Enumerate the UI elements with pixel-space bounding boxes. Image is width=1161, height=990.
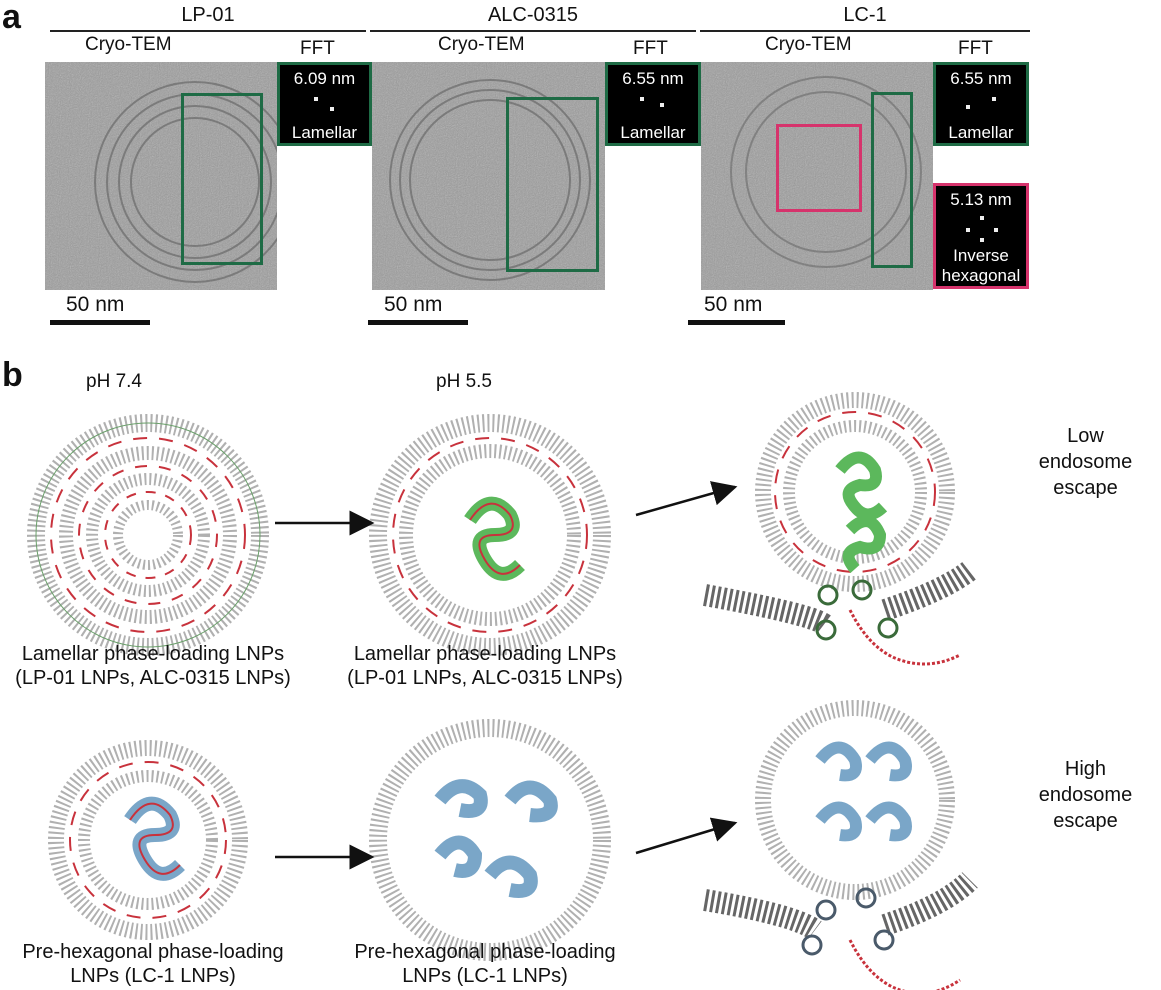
lnp-lamellar-ph74 [27,414,269,656]
ph-5-5-label: pH 5.5 [436,371,492,392]
fft-spot [980,238,984,242]
lnp-low-escape [703,392,977,666]
caption-row2-left-1: Pre-hexagonal phase-loading [22,941,284,963]
panel-b-label: b [2,356,23,394]
caption-row2-mid-2: LNPs (LC-1 LNPs) [402,965,568,988]
group-title-alc0315: ALC-0315 [487,4,579,26]
fft-spot [640,97,644,101]
caption-row2-mid-1: Pre-hexagonal phase-loading [354,941,616,963]
lamellar-roi-box-lc1 [871,92,913,268]
fft-label-lp01: FFT [300,38,335,59]
caption-row1-left-1: Lamellar phase-loading LNPs [21,643,285,665]
fft-phase-lc1-lamellar: Lamellar [948,123,1014,142]
fft-panel-lc1-lamellar: 6.55 nm Lamellar [933,62,1029,146]
fft-spot [660,103,664,107]
fft-phase-lc1-hexagonal-2: hexagonal [941,266,1021,285]
scale-bar-alc0315 [368,320,468,325]
escape-label-high-2: endosome escape [1038,784,1133,832]
fft-label-lc1: FFT [958,38,993,59]
caption-row2-left: Pre-hexagonal phase-loading LNPs (LC-1 L… [0,940,306,989]
escape-label-high-1: High [1064,758,1107,780]
scale-bar-label-alc0315: 50 nm [384,293,443,316]
caption-row1-mid-2: (LP-01 LNPs, ALC-0315 LNPs) [347,667,623,690]
fft-spot [992,97,996,101]
fft-spot [966,105,970,109]
lamellar-roi-box-alc0315 [506,97,599,272]
lnp-high-escape [703,700,978,990]
fft-spot [966,228,970,232]
fft-spot [994,228,998,232]
lnp-schematic [27,392,978,990]
fft-panel-lp01: 6.09 nm Lamellar [277,62,372,146]
lamellar-roi-box-lp01 [181,93,263,265]
fft-spot [330,107,334,111]
fft-phase-lc1-hexagonal-1: Inverse [953,246,1009,265]
cryo-tem-image-lc1 [701,62,933,290]
escape-label-low: Low endosome escape [1010,423,1161,501]
fft-panel-alc0315: 6.55 nm Lamellar [605,62,701,146]
cryo-label-lc1: Cryo-TEM [765,34,852,55]
panel-a-label: a [2,0,21,36]
group-title-lp01: LP-01 [181,4,235,26]
cryo-tem-image-alc0315 [372,62,605,290]
fft-spot [314,97,318,101]
fft-phase-alc0315: Lamellar [620,123,686,142]
group-title-lc1: LC-1 [843,4,887,26]
caption-row1-left-2: (LP-01 LNPs, ALC-0315 LNPs) [15,667,291,690]
caption-row1-mid-1: Lamellar phase-loading LNPs [353,643,617,665]
fft-spot [980,216,984,220]
arrow-row1-b [635,481,738,517]
scale-bar-label-lc1: 50 nm [704,293,763,316]
caption-row1-mid: Lamellar phase-loading LNPs (LP-01 LNPs,… [332,642,638,691]
cryo-tem-image-lp01 [45,62,277,290]
ph-7-4-label: pH 7.4 [86,371,142,392]
lnp-prehexagonal-ph74 [48,740,248,940]
escape-label-low-2: endosome escape [1038,451,1133,499]
fft-spacing-alc0315: 6.55 nm [622,69,684,88]
group-rule-alc0315 [370,30,696,32]
caption-row2-left-2: LNPs (LC-1 LNPs) [70,965,236,988]
scale-bar-lc1 [688,320,785,325]
lnp-lamellar-ph55 [369,414,611,656]
cryo-label-alc0315: Cryo-TEM [438,34,525,55]
fft-label-alc0315: FFT [633,38,668,59]
escape-label-high: High endosome escape [1010,756,1161,834]
fft-phase-lp01: Lamellar [291,123,358,142]
fft-panel-lc1-hexagonal: 5.13 nm Inverse hexagonal [933,183,1029,289]
caption-row1-left: Lamellar phase-loading LNPs (LP-01 LNPs,… [0,642,306,691]
arrow-row2-b [635,817,738,855]
scale-bar-label-lp01: 50 nm [66,293,125,316]
hexagonal-roi-box-lc1 [776,124,862,212]
escape-label-low-1: Low [1067,425,1104,447]
group-rule-lc1 [700,30,1030,32]
scale-bar-lp01 [50,320,150,325]
caption-row2-mid: Pre-hexagonal phase-loading LNPs (LC-1 L… [332,940,638,989]
lnp-prehexagonal-ph55 [369,719,611,961]
group-rule-lp01 [50,30,366,32]
fft-spacing-lp01: 6.09 nm [293,69,356,88]
fft-spacing-lc1-hexagonal: 5.13 nm [950,190,1012,209]
cryo-label-lp01: Cryo-TEM [85,34,172,55]
fft-spacing-lc1-lamellar: 6.55 nm [950,69,1012,88]
